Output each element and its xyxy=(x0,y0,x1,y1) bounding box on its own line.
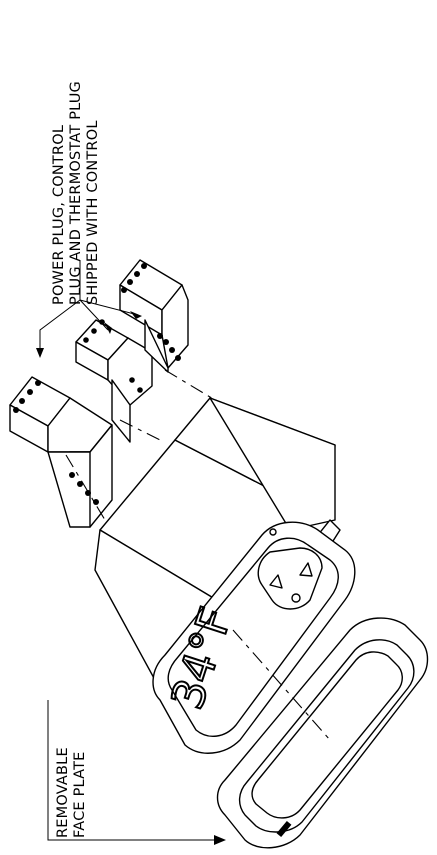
plug-left xyxy=(9,376,113,528)
face-plate-note-line-1: REMOVABLE xyxy=(55,747,71,838)
power-icon[interactable] xyxy=(291,593,301,603)
face-plate-note-line-2: FACE PLATE xyxy=(72,751,88,838)
status-led xyxy=(269,528,277,536)
triangle-up-icon[interactable] xyxy=(269,574,283,589)
plugs-note-line-2: PLUG AND THERMOSTAT PLUG xyxy=(68,81,84,305)
face-plate-leader xyxy=(47,700,226,845)
face-plate-alignment xyxy=(232,629,331,741)
plugs-note: POWER PLUG, CONTROL PLUG AND THERMOSTAT … xyxy=(51,81,101,305)
plugs-leader-arrows xyxy=(36,260,142,358)
control-front-bezel: 34°F xyxy=(152,521,356,754)
plugs-note-line-3: SHIPPED WITH CONTROL xyxy=(85,120,101,305)
plugs-note-line-1: POWER PLUG, CONTROL xyxy=(51,125,67,305)
plug-middle xyxy=(75,319,153,443)
triangle-down-icon[interactable] xyxy=(299,562,313,577)
face-plate-logo xyxy=(276,820,292,838)
face-plate-note: REMOVABLE FACE PLATE xyxy=(55,747,88,838)
plug-right xyxy=(119,259,189,373)
